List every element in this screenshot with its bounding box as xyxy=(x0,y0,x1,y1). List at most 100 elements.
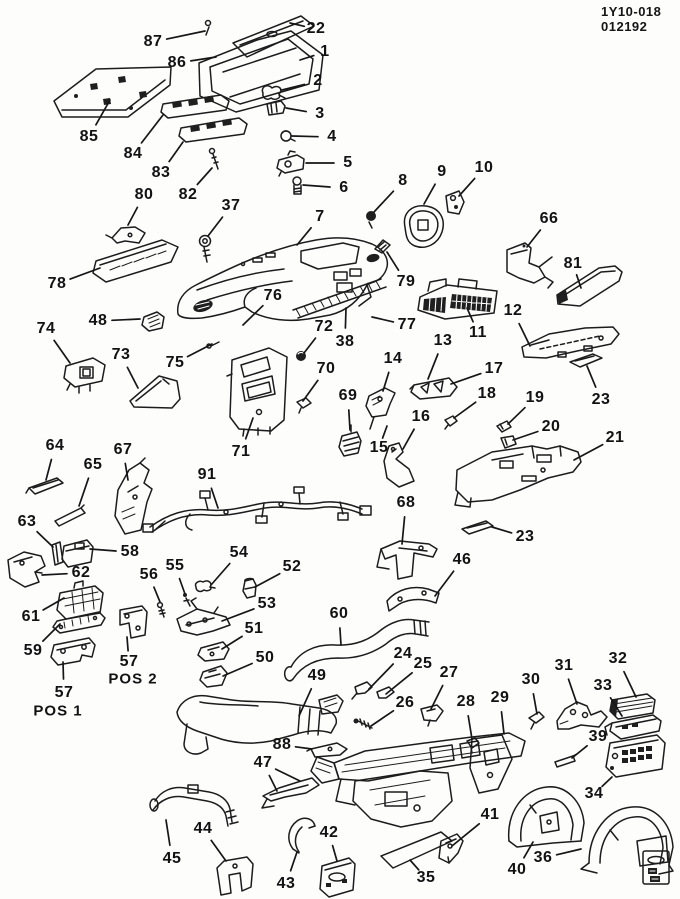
callout-40: 40 xyxy=(507,861,527,878)
callout-23: 23 xyxy=(515,528,535,545)
callout-70: 70 xyxy=(316,360,336,377)
callout-34: 34 xyxy=(584,785,604,802)
part-27-clip-art xyxy=(420,704,444,727)
part-68-bracket-art xyxy=(376,540,438,580)
callout-86: 86 xyxy=(167,54,187,71)
part-54-clip-art xyxy=(194,580,216,593)
callout-57: 57 xyxy=(119,653,139,670)
callout-16: 16 xyxy=(411,408,431,425)
callout-71: 71 xyxy=(231,443,251,460)
callout-leader-lines xyxy=(36,22,637,872)
callout-65: 65 xyxy=(83,456,103,473)
part-40-shroud-art xyxy=(507,786,585,848)
part-53-bracket-assembly-art xyxy=(176,597,231,636)
part-37-bolt-art xyxy=(198,234,212,263)
part-64-strip-art xyxy=(25,477,64,495)
callout-46: 46 xyxy=(452,551,472,568)
part-73-filler-panel-art xyxy=(129,375,181,409)
callout-25: 25 xyxy=(413,655,433,672)
callout-42: 42 xyxy=(319,824,339,841)
callout-3: 3 xyxy=(315,105,325,122)
callout-56: 56 xyxy=(139,566,159,583)
callout-4: 4 xyxy=(327,128,337,145)
callout-82: 82 xyxy=(178,186,198,203)
callout-17: 17 xyxy=(484,360,504,377)
part-74-lamp-housing-art xyxy=(63,357,106,394)
callout-33: 33 xyxy=(593,677,613,694)
callout-59: 59 xyxy=(23,642,43,659)
callout-26: 26 xyxy=(395,694,415,711)
callout-32: 32 xyxy=(608,650,628,667)
callout-41: 41 xyxy=(480,806,500,823)
part-44-bracket-art xyxy=(216,856,254,896)
part-81-rail-art xyxy=(556,265,623,307)
part-57-bracket-pos2-art xyxy=(119,605,148,639)
callout-63: 63 xyxy=(17,513,37,530)
callout-55: 55 xyxy=(165,557,185,574)
part-3-clip-art xyxy=(266,100,286,116)
part-30-clip-art xyxy=(528,711,545,730)
part-55-screw-art xyxy=(183,593,191,607)
callout-30: 30 xyxy=(521,671,541,688)
part-13-bracket-art xyxy=(409,377,458,400)
callout-58: 58 xyxy=(120,543,140,560)
callout-8: 8 xyxy=(398,172,408,189)
callout-39: 39 xyxy=(588,728,608,745)
callout-84: 84 xyxy=(123,145,143,162)
callout-37: 37 xyxy=(221,197,241,214)
callout-38: 38 xyxy=(335,333,355,350)
callout-9: 9 xyxy=(437,163,447,180)
callout-61: 61 xyxy=(21,608,41,625)
callout-85: 85 xyxy=(79,128,99,145)
part-11-cluster-housing-art xyxy=(417,278,498,320)
part-71-console-trim-art xyxy=(226,347,288,437)
callout-79: 79 xyxy=(396,273,416,290)
callout-67: 67 xyxy=(113,441,133,458)
position-note-pos-1: POS 1 xyxy=(33,702,83,720)
callout-62: 62 xyxy=(71,564,91,581)
part-36-shroud-art xyxy=(580,806,674,875)
part-8-grommet-art xyxy=(366,211,376,229)
callout-80: 80 xyxy=(134,186,154,203)
callout-68: 68 xyxy=(396,494,416,511)
position-note-pos-2: POS 2 xyxy=(108,670,158,688)
part-7-instrument-panel-pad-art xyxy=(176,237,389,322)
callout-27: 27 xyxy=(439,664,459,681)
part-34-connector-box-art xyxy=(605,734,666,778)
callout-22: 22 xyxy=(306,20,326,37)
callout-24: 24 xyxy=(393,645,413,662)
part-32-radio-art xyxy=(609,693,656,720)
callout-7: 7 xyxy=(315,208,325,225)
callout-73: 73 xyxy=(111,346,131,363)
part-62-bracket-art xyxy=(7,551,46,588)
callout-83: 83 xyxy=(151,164,171,181)
part-20-clip-art xyxy=(500,435,517,449)
part-23-plate-lower-art xyxy=(461,520,494,535)
part-12-lower-panel-art xyxy=(521,326,620,359)
part-79-connector-art xyxy=(374,239,391,254)
part-6-bulb-art xyxy=(292,176,302,195)
callout-1: 1 xyxy=(320,43,330,60)
callout-31: 31 xyxy=(554,657,574,674)
part-14-bracket-art xyxy=(365,387,396,430)
callout-44: 44 xyxy=(193,820,213,837)
callout-75: 75 xyxy=(165,354,185,371)
callout-36: 36 xyxy=(533,849,553,866)
callout-53: 53 xyxy=(257,595,277,612)
callout-28: 28 xyxy=(456,693,476,710)
callout-12: 12 xyxy=(503,302,523,319)
callout-49: 49 xyxy=(307,667,327,684)
callout-54: 54 xyxy=(229,544,249,561)
part-45-tube-art xyxy=(149,784,239,827)
part-48-connector-art xyxy=(141,311,165,332)
drawing-date-code: 012192 xyxy=(601,19,648,34)
part-10-plate-art xyxy=(445,190,465,215)
callout-88: 88 xyxy=(272,736,292,753)
callout-87: 87 xyxy=(143,33,163,50)
callout-20: 20 xyxy=(541,418,561,435)
callout-14: 14 xyxy=(383,350,403,367)
part-33-chassis-art xyxy=(604,714,662,740)
